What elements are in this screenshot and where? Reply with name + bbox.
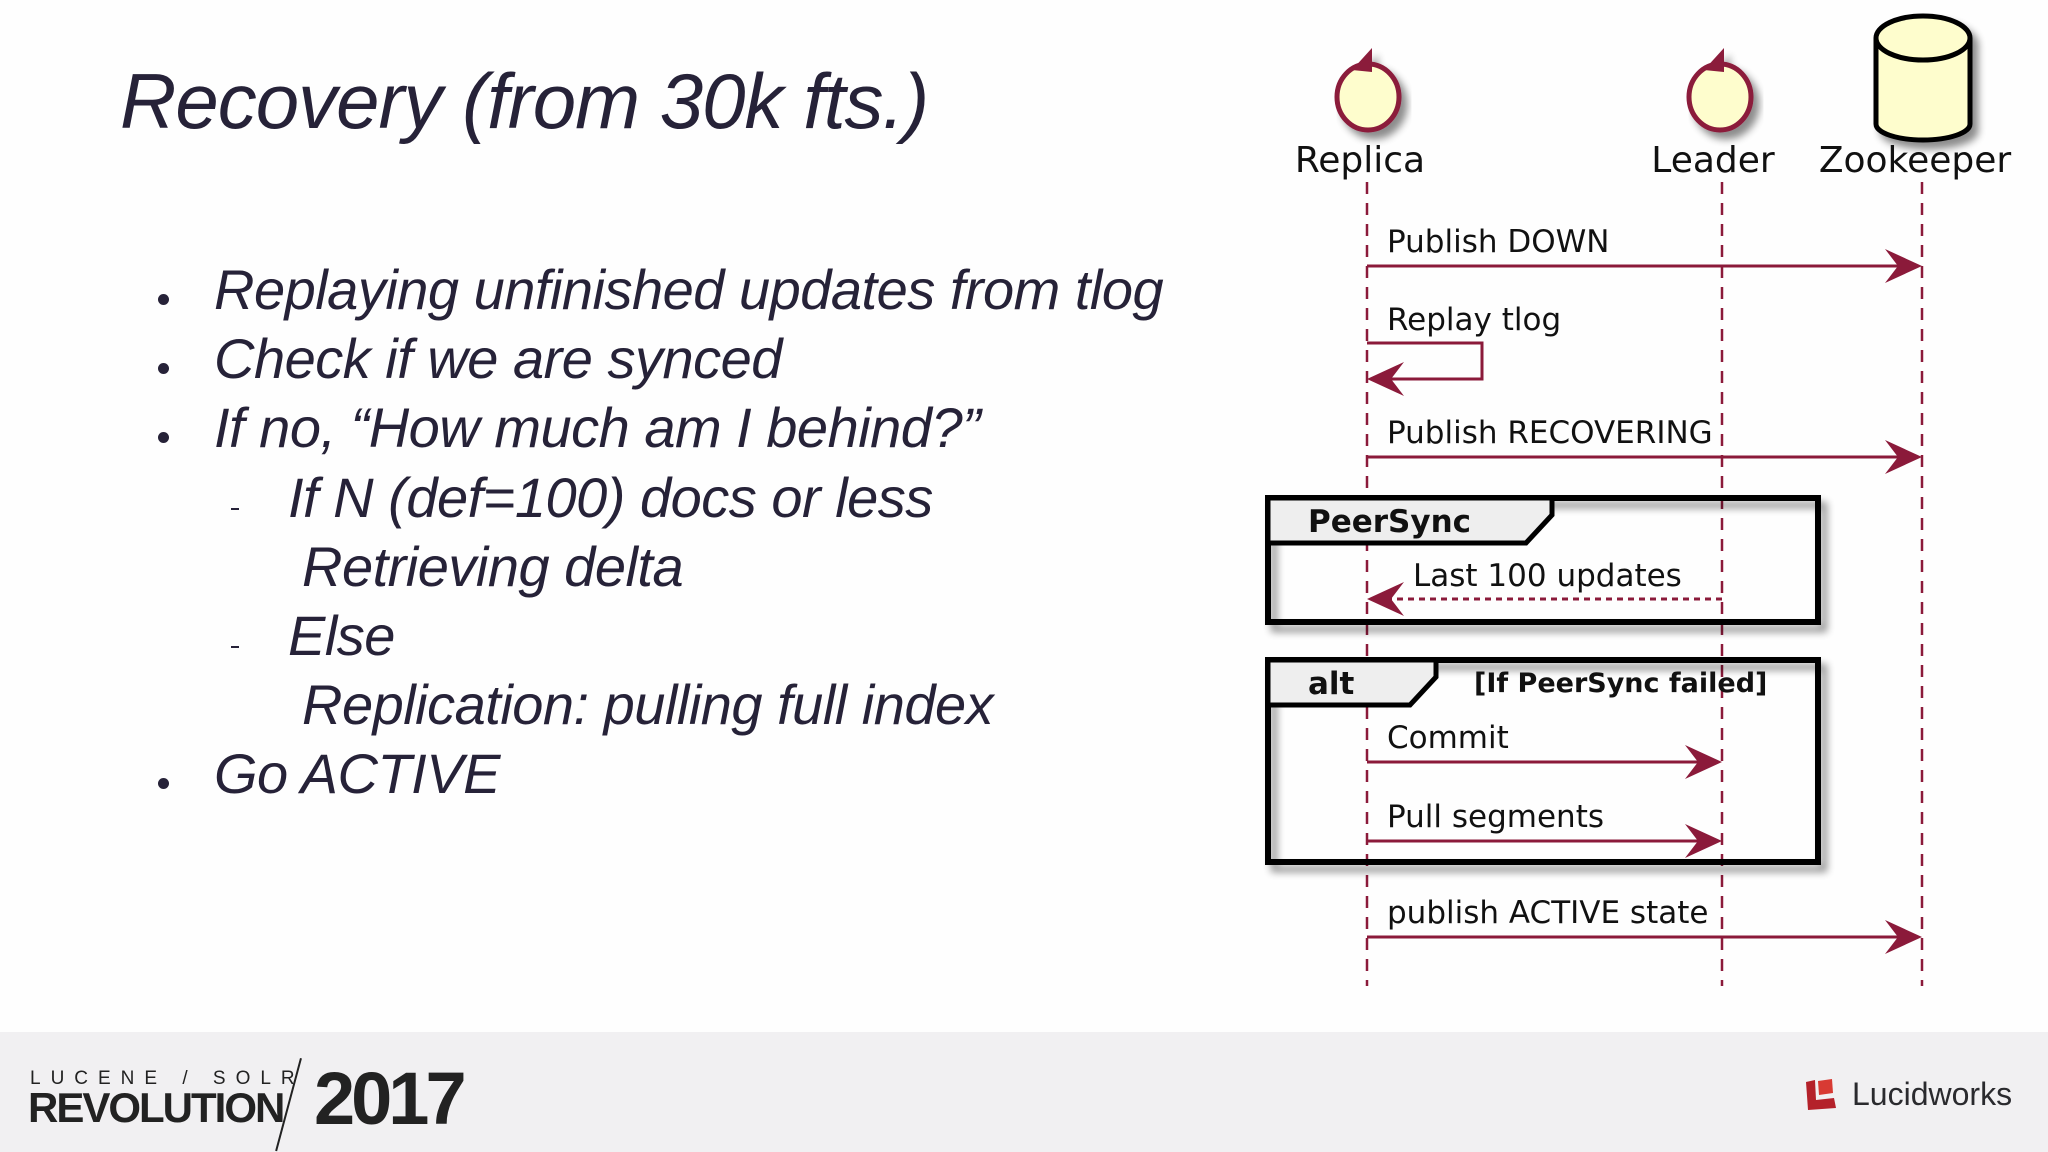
group-header — [1265, 495, 1555, 546]
event-year: 2017 — [314, 1057, 467, 1140]
bullet-item: Replaying unfinished updates from tlog — [214, 258, 1164, 321]
message-publish-recovering: Publish RECOVERING — [1367, 415, 1922, 474]
message-label: Publish DOWN — [1387, 224, 1609, 260]
sponsor-name: Lucidworks — [1852, 1076, 2013, 1112]
group-alt: alt [If PeerSync failed] Commit Pull seg… — [1265, 657, 1821, 865]
slide: Recovery (from 30k fts.) Replaying unfin… — [120, 57, 1164, 805]
message-publish-down: Publish DOWN — [1367, 224, 1922, 283]
group-header — [1265, 657, 1439, 708]
participant-zookeeper: Zookeeper — [1819, 13, 2012, 181]
control-icon — [1334, 61, 1402, 133]
bullet-dot — [158, 778, 169, 789]
message-label: Commit — [1387, 720, 1509, 756]
message-label: Last 100 updates — [1413, 558, 1682, 594]
arrowhead-icon — [1885, 249, 1922, 283]
lifelines — [1365, 182, 1924, 986]
bullet-item: Check if we are synced — [214, 327, 782, 390]
bullet-item: Go ACTIVE — [214, 742, 500, 805]
group-condition: [If PeerSync failed] — [1474, 668, 1767, 699]
participant-label: Zookeeper — [1819, 140, 2012, 181]
message-label: publish ACTIVE state — [1387, 895, 1708, 931]
arrowhead-icon — [1885, 440, 1922, 474]
message-replay-tlog: Replay tlog — [1367, 302, 1561, 396]
arrowhead-icon — [1885, 920, 1922, 954]
sequence-diagram: Replica Leader Zookeeper Publish DOWN Re… — [1265, 13, 2012, 986]
arrowhead-icon — [1685, 824, 1722, 858]
group-label: PeerSync — [1308, 504, 1471, 540]
message-label: Replay tlog — [1387, 302, 1561, 338]
message-publish-active: publish ACTIVE state — [1367, 895, 1922, 954]
event-title: REVOLUTION — [28, 1084, 285, 1131]
sub-bullet-continuation: Retrieving delta — [302, 535, 684, 598]
bullet-dot — [158, 432, 169, 443]
participant-label: Leader — [1651, 140, 1775, 181]
message-label: Pull segments — [1387, 799, 1604, 835]
bullet-item: If no, “How much am I behind?” — [214, 396, 981, 459]
participant-leader: Leader — [1651, 48, 1775, 181]
sub-bullet-dash — [231, 508, 239, 510]
control-icon — [1686, 61, 1754, 133]
arrowhead-icon — [1685, 745, 1722, 779]
arrowhead-icon — [1367, 582, 1404, 616]
message-label: Publish RECOVERING — [1387, 415, 1713, 451]
bullet-dot — [158, 294, 169, 305]
footer-bar — [0, 1032, 2048, 1152]
participant-replica: Replica — [1295, 48, 1425, 181]
sub-bullet-item: Else — [288, 604, 395, 667]
sub-bullet-item: If N (def=100) docs or less — [288, 466, 933, 529]
group-peersync: PeerSync Last 100 updates — [1265, 495, 1821, 625]
participant-label: Replica — [1295, 140, 1425, 181]
database-icon — [1873, 13, 1973, 143]
bullet-dot — [158, 363, 169, 374]
event-subtitle: LUCENE / SOLR — [30, 1068, 305, 1089]
arrowhead-icon — [1367, 362, 1404, 396]
group-label: alt — [1308, 666, 1355, 702]
sub-bullet-continuation: Replication: pulling full index — [302, 673, 994, 736]
slide-title: Recovery (from 30k fts.) — [120, 57, 929, 145]
sub-bullet-dash — [231, 646, 239, 648]
lucidworks-logo-icon — [1806, 1079, 1836, 1110]
